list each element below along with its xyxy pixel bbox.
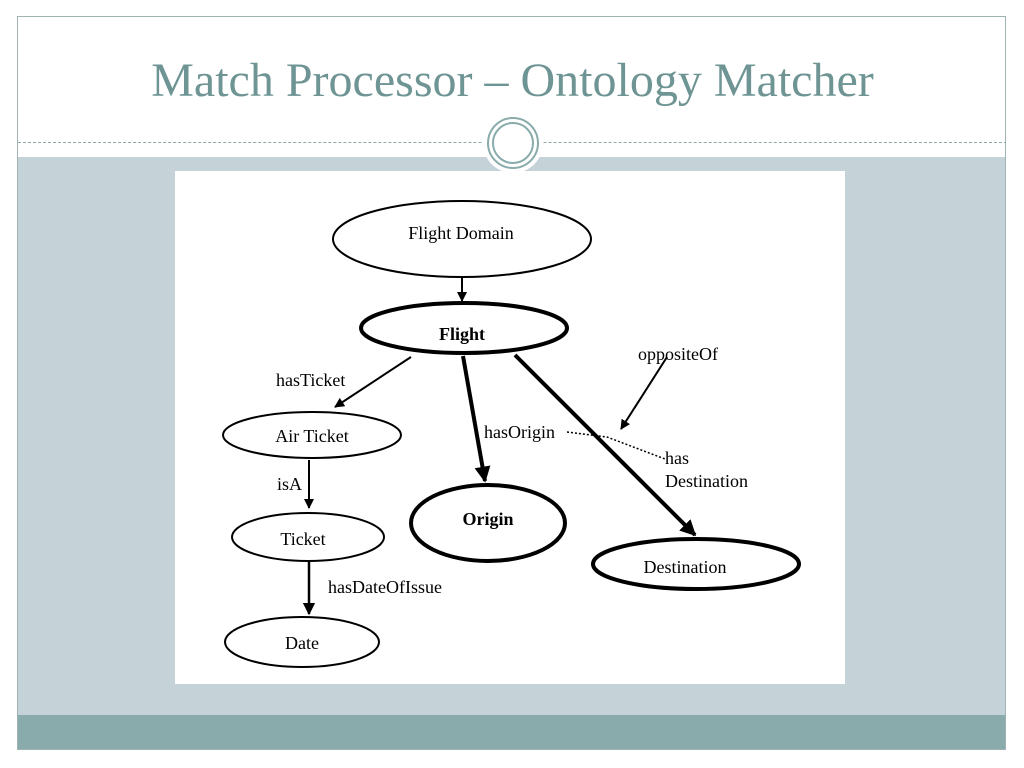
ontology-graph: Flight Domain Flight Air Ticket Ticket D…	[222, 200, 801, 668]
node-date-label: Date	[285, 633, 319, 653]
edge-label-opposite-of: oppositeOf	[638, 344, 718, 364]
node-flight	[359, 301, 569, 355]
node-flight-domain	[332, 200, 592, 278]
node-date	[224, 616, 380, 668]
node-origin-label: Origin	[462, 509, 513, 529]
node-destination	[591, 537, 801, 591]
node-ticket-label: Ticket	[280, 529, 325, 549]
edge-opposite-of-dotted	[566, 431, 666, 460]
edge-label-has-origin: hasOrigin	[484, 422, 555, 442]
footer-band	[18, 715, 1005, 749]
edge-label-is-a: isA	[277, 474, 302, 494]
node-origin	[409, 483, 567, 563]
edge-label-has-date-of-issue: hasDateOfIssue	[328, 577, 442, 597]
edge-label-has-ticket: hasTicket	[276, 370, 345, 390]
node-air-ticket	[222, 411, 402, 459]
divider-medallion-icon	[483, 113, 543, 173]
edge-label-has-destination-line2: Destination	[665, 471, 748, 491]
medallion-outer-ring	[487, 117, 539, 169]
slide-title: Match Processor – Ontology Matcher	[151, 54, 874, 107]
ontology-diagram: Flight Domain Flight Air Ticket Ticket D…	[175, 171, 845, 684]
edge-has-destination	[513, 353, 697, 537]
node-air-ticket-label: Air Ticket	[275, 426, 349, 446]
medallion-inner-ring	[492, 122, 534, 164]
node-destination-label: Destination	[644, 557, 727, 577]
edge-has-origin	[461, 355, 491, 483]
edge-label-has-destination-line1: has	[665, 448, 689, 468]
edge-has-ticket	[334, 356, 412, 408]
node-flight-label: Flight	[439, 324, 485, 344]
edge-opposite-of-arrow	[620, 356, 668, 430]
node-ticket	[231, 512, 385, 562]
node-flight-domain-label: Flight Domain	[408, 223, 514, 243]
